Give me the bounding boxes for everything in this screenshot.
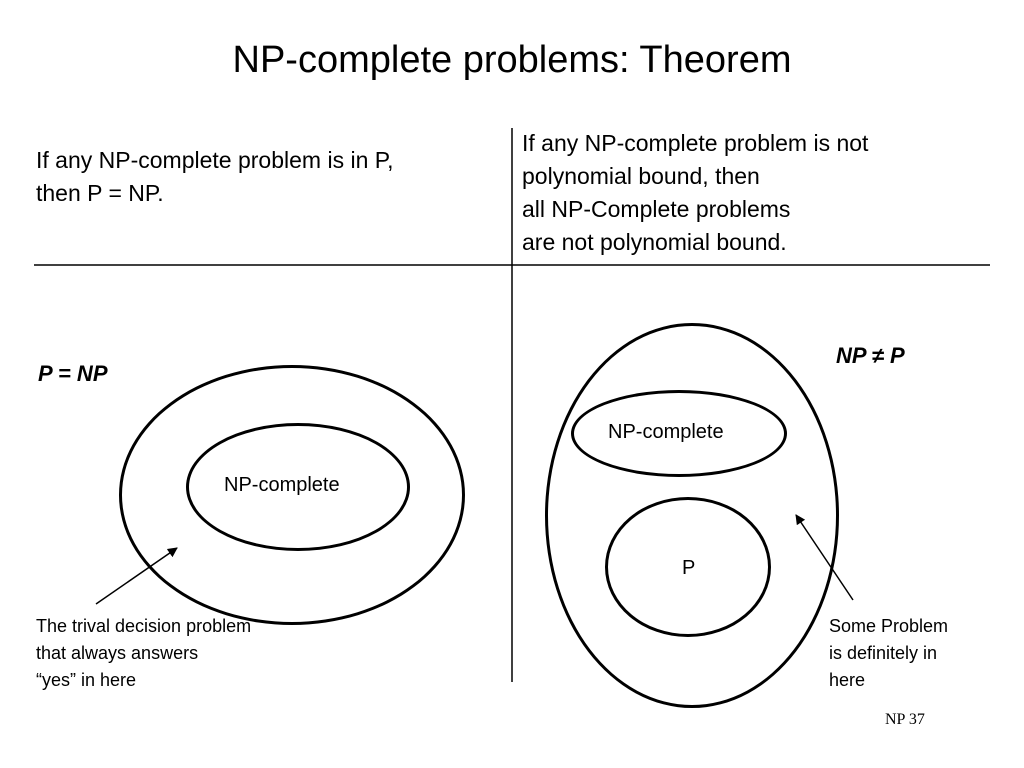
right-caption-line-2: is definitely in bbox=[829, 643, 938, 663]
p-label: P bbox=[682, 557, 696, 579]
right-np-complete-ellipse bbox=[571, 390, 787, 477]
right-outer-ellipse bbox=[545, 323, 839, 708]
left-statement: If any NP-complete problem is in P, then… bbox=[36, 144, 394, 210]
right-statement-line-4: are not polynomial bound. bbox=[522, 229, 787, 255]
left-np-complete-ellipse bbox=[186, 423, 410, 551]
right-statement-line-1: If any NP-complete problem is not bbox=[522, 130, 869, 156]
right-caption-line-1: Some Problem bbox=[829, 616, 949, 636]
right-statement-line-3: all NP-Complete problems bbox=[522, 196, 791, 222]
right-np-complete-label: NP-complete bbox=[608, 421, 724, 443]
left-caption-line-3: “yes” in here bbox=[36, 670, 137, 690]
right-statement: If any NP-complete problem is not polyno… bbox=[522, 127, 868, 259]
left-np-complete-label: NP-complete bbox=[224, 474, 340, 496]
left-statement-line-2: then P = NP. bbox=[36, 180, 164, 206]
slide-title: NP-complete problems: Theorem bbox=[232, 39, 792, 81]
p-equals-np-label: P = NP bbox=[38, 361, 108, 386]
p-ellipse bbox=[605, 497, 771, 637]
right-caption: Some Problem is definitely in here bbox=[829, 613, 948, 694]
left-caption-line-2: that always answers bbox=[36, 643, 199, 663]
left-outer-ellipse bbox=[119, 365, 465, 625]
np-not-equal-p-label: NP ≠ P bbox=[836, 343, 905, 368]
left-statement-line-1: If any NP-complete problem is in P, bbox=[36, 147, 394, 173]
right-caption-line-3: here bbox=[829, 670, 866, 690]
slide-number: NP 37 bbox=[885, 711, 925, 728]
right-statement-line-2: polynomial bound, then bbox=[522, 163, 760, 189]
left-caption: The trival decision problem that always … bbox=[36, 613, 251, 694]
left-caption-line-1: The trival decision problem bbox=[36, 616, 252, 636]
